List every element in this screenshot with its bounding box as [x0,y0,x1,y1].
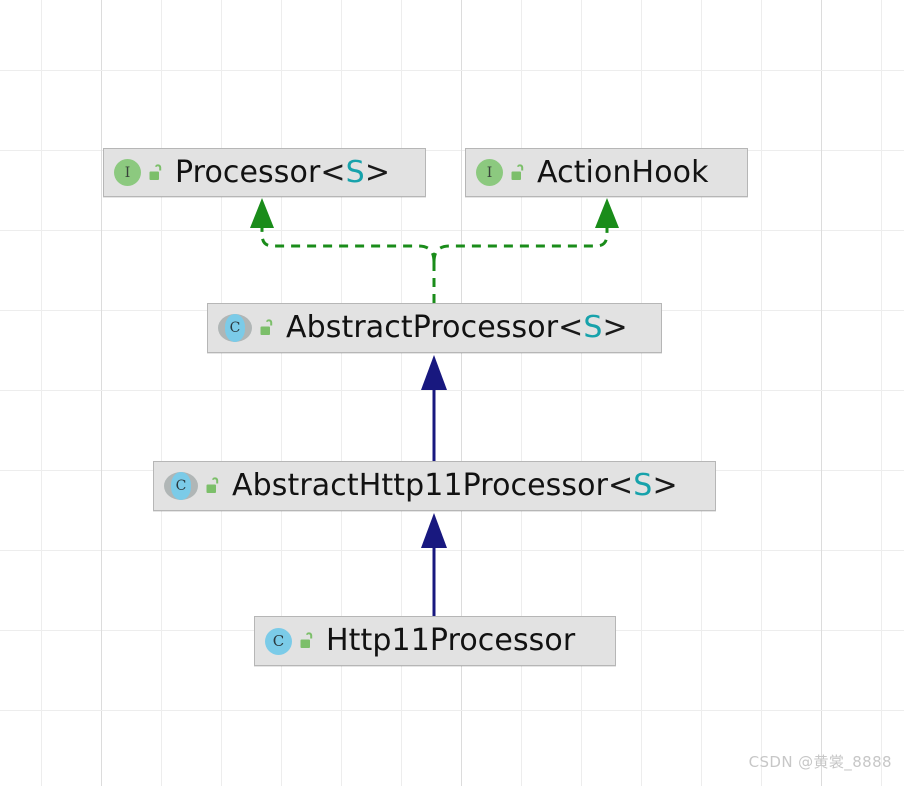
interface-icon: I [114,159,141,186]
unlocked-padlock-icon [204,476,222,496]
abstract-class-icon: C [164,472,198,500]
interface-icon-letter: I [124,164,131,181]
arrowhead-extends-abstracthttp11processor [421,513,447,548]
node-icon-group-http11processor: C [265,627,316,655]
abstract-class-icon: C [218,314,252,342]
arrowhead-extends-abstractprocessor [421,355,447,390]
node-icon-group-processor: I [114,159,165,186]
class-node-label-processor: Processor<S> [175,154,391,190]
class-node-http11processor[interactable]: C Http11Processor [254,616,616,666]
unlocked-padlock-icon [258,318,276,338]
gridline-major-horizontal [0,390,904,391]
gridline-major-horizontal [0,70,904,71]
gridline-major-horizontal [0,710,904,711]
edge-implements-group [250,198,619,303]
node-icon-group-abstracthttp11processor: C [164,472,222,500]
arrowhead-implements-actionhook [595,198,619,228]
class-node-label-abstracthttp11processor: AbstractHttp11Processor<S> [232,468,678,503]
class-icon-letter: C [272,631,285,650]
node-icon-group-actionhook: I [476,159,527,186]
edge-implements-processor [260,218,436,263]
class-node-abstracthttp11processor[interactable]: C AbstractHttp11Processor<S> [153,461,716,511]
class-node-abstractprocessor[interactable]: C AbstractProcessor<S> [207,303,662,353]
edge-extends-abstracthttp11processor-group [421,513,447,616]
gridline-major-vertical [821,0,822,786]
unlocked-padlock-icon [509,163,527,183]
class-node-processor[interactable]: I Processor<S> [103,148,426,197]
class-node-label-abstractprocessor: AbstractProcessor<S> [286,310,628,345]
node-icon-group-abstractprocessor: C [218,314,276,342]
gridline-major-vertical [101,0,102,786]
edge-extends-abstractprocessor-group [421,355,447,461]
gridline-major-vertical [461,0,462,786]
unlocked-padlock-icon [147,163,165,183]
edge-implements-actionhook [432,218,609,263]
interface-icon-letter: I [486,164,493,181]
class-node-actionhook[interactable]: I ActionHook [465,148,748,197]
abstract-class-icon-letter: C [229,320,241,336]
csdn-watermark: CSDN @黄裳_8888 [748,753,892,771]
arrowhead-implements-processor [250,198,274,228]
abstract-class-icon-letter: C [175,478,187,494]
class-node-label-http11processor: Http11Processor [326,623,576,658]
interface-icon: I [476,159,503,186]
unlocked-padlock-icon [298,631,316,651]
class-icon: C [265,627,292,655]
class-node-label-actionhook: ActionHook [537,154,709,190]
